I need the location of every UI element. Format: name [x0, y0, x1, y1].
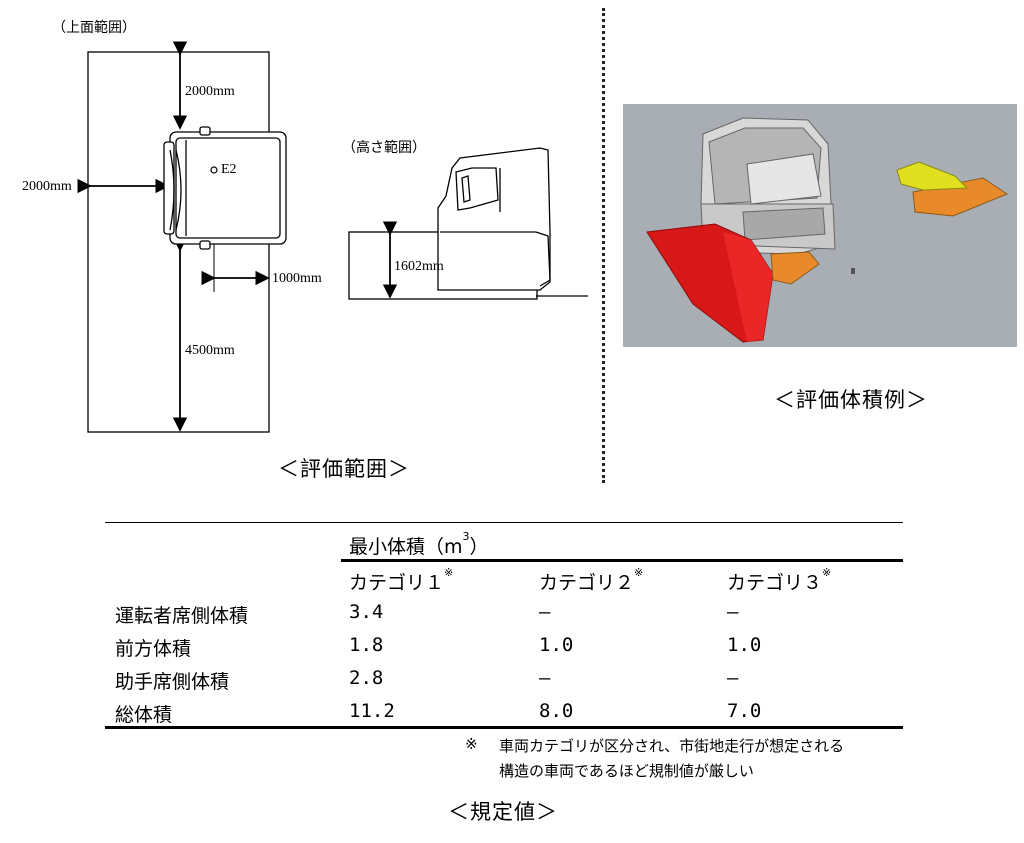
table-cell: 8.0: [539, 700, 574, 722]
top-view-diagram: [77, 41, 588, 433]
table-cell: —: [727, 667, 739, 689]
footnote-mark: ※: [465, 735, 478, 753]
top-view-label: （上面範囲）: [52, 20, 136, 36]
offset-distance-label: 1000mm: [272, 271, 322, 286]
side-view-label: （高さ範囲）: [342, 140, 426, 156]
footnote-line-1: 車両カテゴリが区分され、市街地走行が想定される: [499, 737, 845, 755]
row-label: 前方体積: [115, 638, 192, 660]
regulation-caption: ＜規定値＞: [448, 800, 558, 824]
truck-side-view: [348, 147, 588, 300]
row-label: 助手席側体積: [115, 671, 230, 693]
front-distance-label: 2000mm: [185, 84, 235, 99]
table-cell: 3.4: [349, 601, 384, 623]
truck-top-view: [163, 126, 287, 250]
table-cell: 7.0: [727, 700, 762, 722]
rear-distance-label: 4500mm: [185, 343, 235, 358]
eye-point-label: E2: [221, 162, 237, 177]
table-cell: —: [539, 601, 551, 623]
evaluation-range-caption: ＜評価範囲＞: [278, 457, 410, 481]
height-dimension-label: 1602mm: [394, 259, 444, 274]
section-divider: [602, 8, 605, 483]
table-header: 最小体積（m3）: [349, 530, 489, 558]
column-category-3: カテゴリ３※: [727, 566, 832, 594]
table-cell: —: [727, 601, 739, 623]
column-category-2: カテゴリ２※: [539, 566, 644, 594]
volume-example-caption: ＜評価体積例＞: [774, 388, 928, 412]
row-label: 総体積: [115, 704, 173, 726]
table-cell: —: [539, 667, 551, 689]
table-cell: 1.8: [349, 634, 384, 656]
volume-render-image: [646, 117, 1009, 343]
table-cell: 1.0: [727, 634, 762, 656]
table-cell: 1.0: [539, 634, 574, 656]
passenger-volume: [896, 161, 969, 191]
front-volume: [770, 251, 820, 285]
table-cell: 11.2: [349, 700, 395, 722]
row-label: 運転者席側体積: [115, 605, 249, 627]
footnote-line-2: 構造の車両であるほど規制値が厳しい: [499, 762, 754, 780]
volume-render-panel: [623, 104, 1017, 347]
side-distance-label: 2000mm: [22, 179, 72, 194]
eye-point-marker: [210, 166, 218, 174]
column-category-1: カテゴリ１※: [349, 566, 454, 594]
table-cell: 2.8: [349, 667, 384, 689]
